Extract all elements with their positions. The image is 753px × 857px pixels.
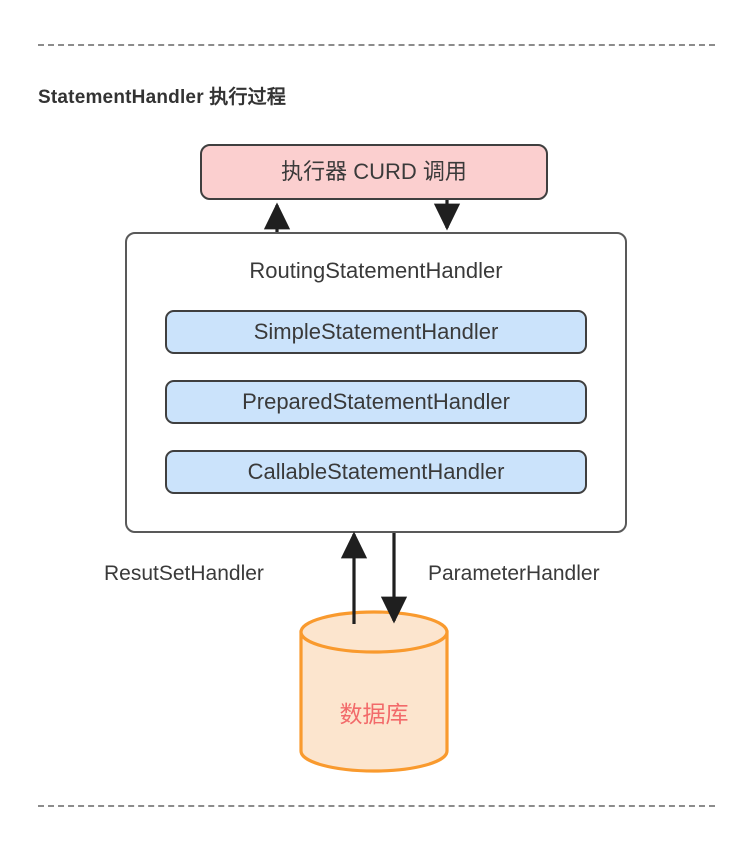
page-title: StatementHandler 执行过程 <box>38 87 287 108</box>
prepared-statement-handler-node[interactable]: PreparedStatementHandler <box>165 380 587 424</box>
parameter-handler-label: ParameterHandler <box>428 562 600 585</box>
database-cylinder-body <box>299 630 449 773</box>
prepared-statement-handler-label: PreparedStatementHandler <box>242 389 510 415</box>
result-set-handler-label: ResutSetHandler <box>104 562 264 585</box>
routing-statement-handler-label: RoutingStatementHandler <box>249 258 503 283</box>
simple-statement-handler-node[interactable]: SimpleStatementHandler <box>165 310 587 354</box>
executor-node-label: 执行器 CURD 调用 <box>281 159 467 185</box>
dashed-divider-top <box>38 44 715 46</box>
simple-statement-handler-label: SimpleStatementHandler <box>253 319 499 345</box>
callable-statement-handler-label: CallableStatementHandler <box>247 459 505 485</box>
database-cylinder-top <box>299 610 449 654</box>
executor-node[interactable]: 执行器 CURD 调用 <box>200 144 548 200</box>
database-cylinder[interactable] <box>298 610 450 773</box>
callable-statement-handler-node[interactable]: CallableStatementHandler <box>165 450 587 494</box>
dashed-divider-bottom <box>38 805 715 807</box>
